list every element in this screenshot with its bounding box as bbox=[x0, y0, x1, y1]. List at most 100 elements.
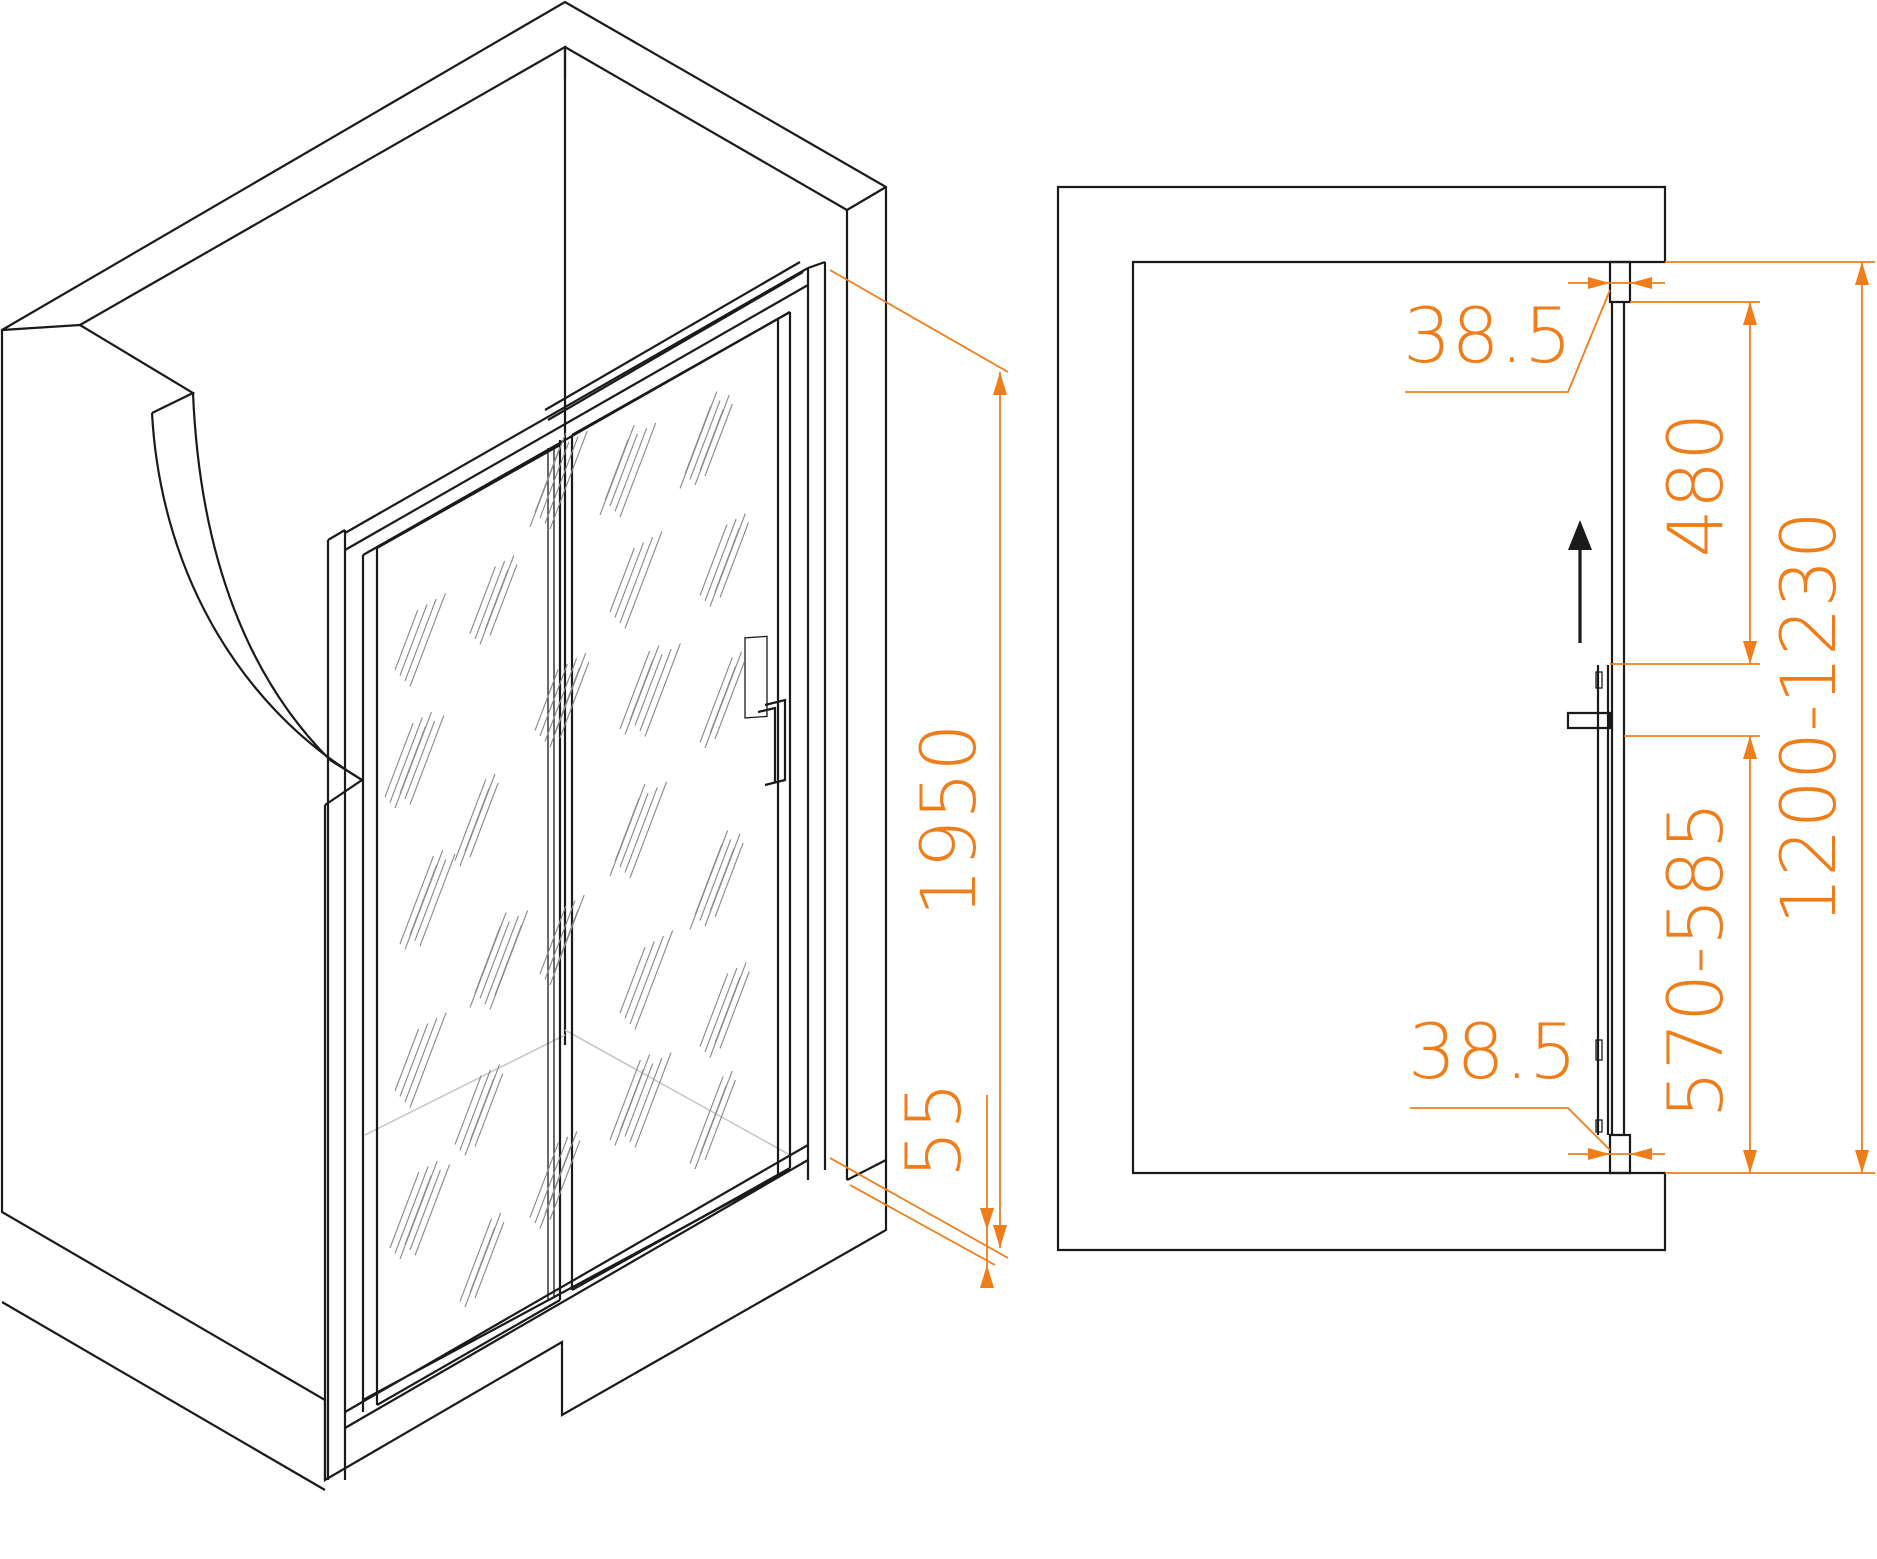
glass-reflection-mark bbox=[709, 848, 735, 912]
left-wall-top-inner bbox=[79, 45, 567, 326]
left-wall-curve-outer bbox=[150, 412, 363, 781]
glass-reflection-mark bbox=[414, 1164, 451, 1256]
glass-reflection-mark bbox=[614, 428, 648, 512]
glass-reflection-mark bbox=[689, 400, 721, 480]
glass-reflection-mark bbox=[479, 921, 510, 999]
glass-reflection-mark bbox=[409, 1169, 441, 1251]
glass-reflection-mark bbox=[549, 1140, 581, 1220]
wall-profile-left bbox=[326, 529, 347, 1480]
glass-reflection-mark bbox=[534, 447, 561, 513]
glass-reflection-mark bbox=[554, 667, 581, 733]
glass-reflection-mark bbox=[474, 926, 501, 994]
dim-profile-top: 38.5 bbox=[1403, 291, 1572, 380]
glass-reflection-mark bbox=[619, 422, 657, 518]
glass-reflection-mark bbox=[624, 1063, 654, 1137]
glass-reflection-mark bbox=[614, 542, 645, 618]
wall-profile-right bbox=[806, 260, 827, 1180]
glass-reflection-mark bbox=[639, 648, 672, 732]
plan-stopper bbox=[1595, 671, 1603, 1133]
glass-reflection-mark bbox=[464, 788, 490, 852]
glass-reflection-mark bbox=[619, 1068, 645, 1132]
glass-reflection-mark bbox=[384, 722, 414, 798]
dimension-arrowheads bbox=[980, 262, 1869, 1288]
glass-reflection-mark bbox=[454, 779, 487, 861]
glass-reflection-mark bbox=[619, 536, 654, 624]
glass-reflection-mark bbox=[609, 1059, 641, 1141]
glass-reflection-mark bbox=[469, 566, 496, 634]
glass-reflection-mark bbox=[454, 1075, 482, 1145]
glass-reflection-mark bbox=[684, 405, 712, 475]
right-wall-bottom bbox=[846, 1159, 887, 1181]
glass-reflection-mark bbox=[704, 967, 738, 1053]
plan-sliding-panel bbox=[1596, 665, 1610, 1135]
door-handle[interactable] bbox=[744, 635, 787, 787]
glass-reflection-mark bbox=[549, 430, 588, 530]
glass-reflection-mark bbox=[699, 657, 733, 743]
top-rail bbox=[344, 267, 809, 556]
glass-reflection-mark bbox=[719, 971, 750, 1049]
glass-reflection-mark bbox=[414, 859, 447, 941]
glass-reflection-mark bbox=[459, 1069, 491, 1151]
glass-reflection-mark bbox=[399, 1023, 429, 1097]
panel-overlap bbox=[547, 445, 555, 1300]
glass-reflection-mark bbox=[534, 669, 559, 731]
left-wall-curve-end bbox=[324, 759, 365, 806]
glass-reflection-mark bbox=[389, 717, 423, 803]
glass-reflection-mark bbox=[389, 1171, 420, 1249]
glass-reflection-mark bbox=[474, 560, 506, 640]
glass-hatching bbox=[384, 391, 750, 1308]
glass-reflection-mark bbox=[714, 842, 744, 918]
glass-reflection-mark bbox=[544, 1145, 572, 1215]
isometric-view bbox=[0, 0, 888, 1491]
glass-reflection-mark bbox=[619, 946, 646, 1014]
floor-line-left bbox=[364, 1034, 566, 1136]
glass-reflection-mark bbox=[629, 781, 667, 879]
glass-reflection-mark bbox=[399, 604, 428, 676]
glass-reflection-mark bbox=[534, 1136, 569, 1224]
floor-line-right bbox=[564, 1029, 791, 1156]
plan-handle[interactable] bbox=[1566, 711, 1612, 730]
glass-reflection-mark bbox=[544, 658, 578, 742]
glass-reflection-mark bbox=[469, 782, 499, 858]
glass-reflection-mark bbox=[699, 409, 724, 471]
glass-reflection-mark bbox=[629, 1057, 663, 1143]
top-rail-guide bbox=[544, 261, 804, 421]
glass-reflection-mark bbox=[699, 1085, 727, 1155]
glass-reflection-mark bbox=[474, 1073, 504, 1147]
glass-reflection-mark bbox=[699, 524, 728, 596]
glass-reflection-mark bbox=[469, 1227, 496, 1293]
glass-reflection-mark bbox=[694, 844, 723, 916]
glass-reflection-mark bbox=[634, 930, 674, 1030]
glass-reflection-mark bbox=[404, 1017, 438, 1103]
glass-reflection-mark bbox=[624, 787, 658, 873]
glass-reflection-mark bbox=[609, 547, 635, 613]
glass-reflection-mark bbox=[409, 1012, 447, 1108]
wall-outline bbox=[0, 0, 888, 1482]
glass-reflection-mark bbox=[399, 855, 434, 945]
dimension-lines bbox=[829, 261, 1875, 1280]
glass-reflection-mark bbox=[699, 839, 732, 921]
left-wall-curve-inner bbox=[191, 392, 331, 761]
glass-reflection-mark bbox=[714, 976, 741, 1044]
glass-reflection-mark bbox=[409, 593, 446, 687]
glass-reflection-mark bbox=[634, 654, 663, 726]
glass-reflection-mark bbox=[539, 663, 568, 737]
glass-reflection-mark bbox=[634, 1052, 672, 1148]
glass-reflection-mark bbox=[494, 924, 523, 996]
glass-reflection-mark bbox=[544, 900, 576, 980]
glass-reflection-mark bbox=[614, 798, 640, 862]
glass-reflection-mark bbox=[629, 935, 664, 1025]
glass-reflection-mark bbox=[704, 1079, 736, 1161]
glass-reflection-mark bbox=[469, 1078, 495, 1142]
slide-direction-arrowhead bbox=[1568, 520, 1592, 550]
glass-reflection-mark bbox=[394, 1028, 420, 1092]
glass-reflection-mark bbox=[394, 609, 419, 671]
sliding-panel-frame bbox=[558, 311, 792, 1300]
glass-reflection-mark bbox=[539, 905, 567, 975]
glass-reflection-mark bbox=[539, 441, 570, 519]
glass-reflection-mark bbox=[559, 661, 590, 739]
glass-reflection-mark bbox=[699, 973, 729, 1047]
glass-reflection-mark bbox=[484, 569, 509, 631]
right-wall-edge bbox=[846, 186, 887, 211]
